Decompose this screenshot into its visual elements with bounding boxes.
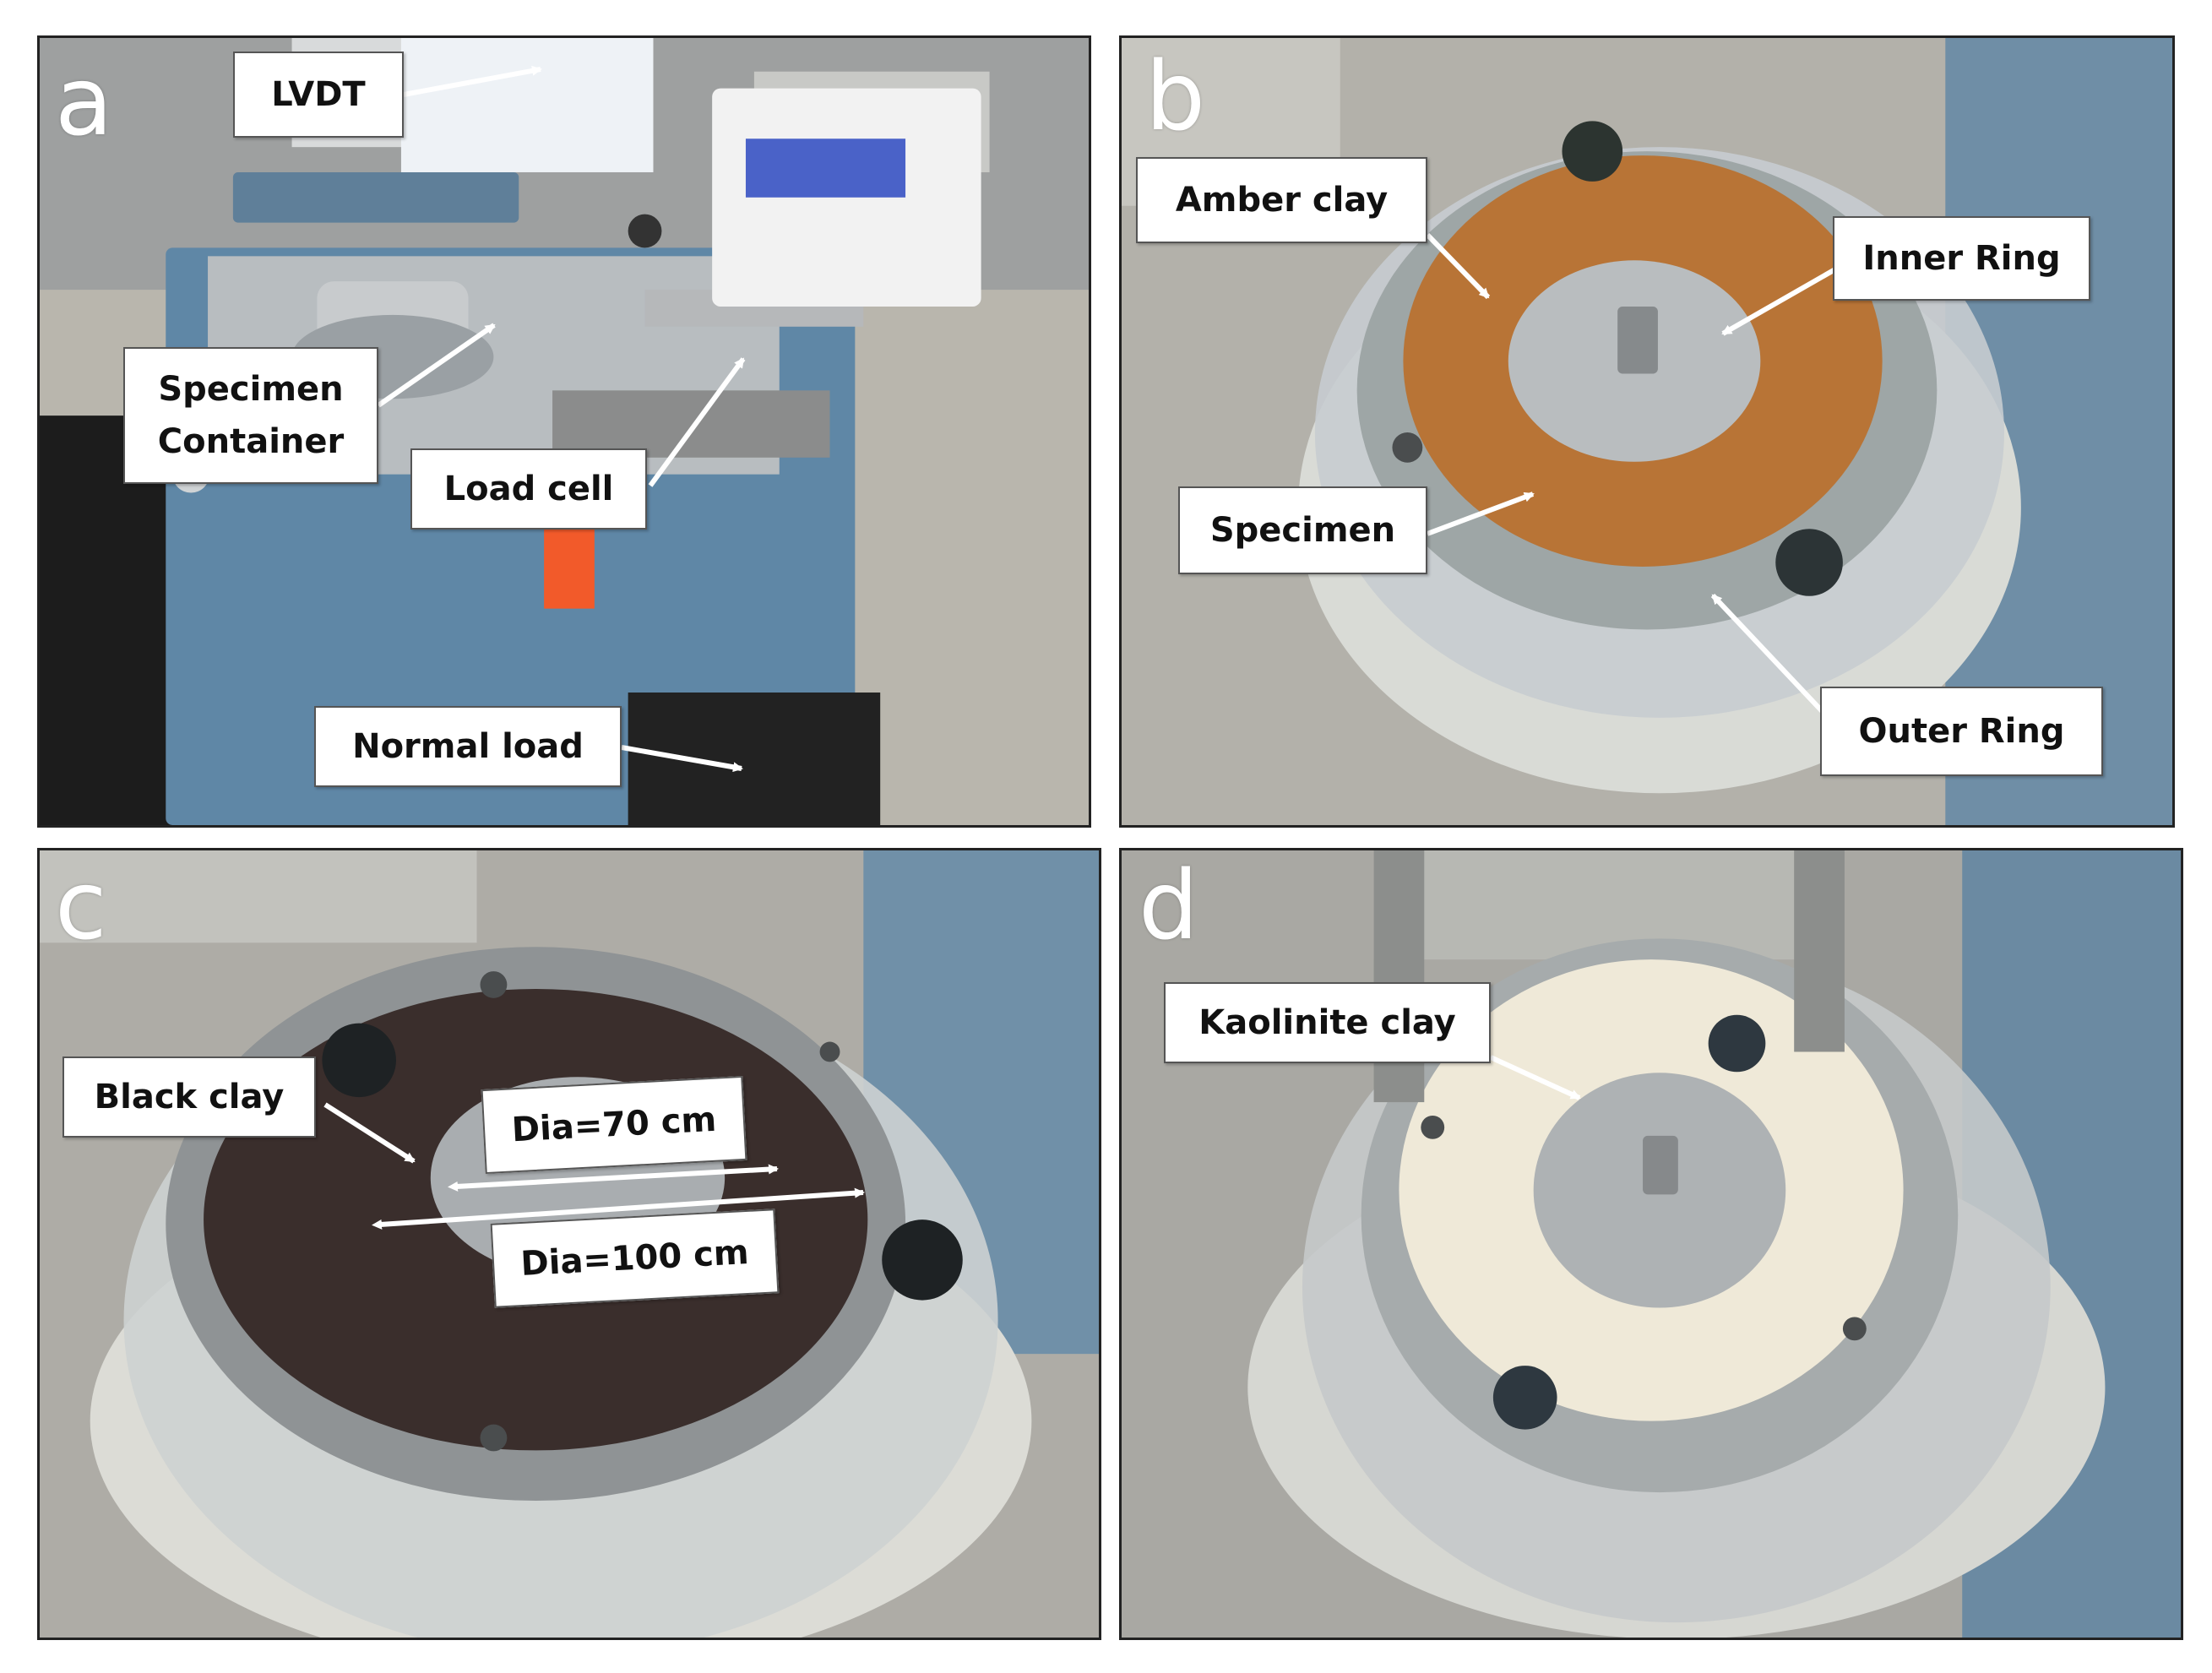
label-kaolinite-clay: Kaolinite clay xyxy=(1164,982,1491,1063)
panel-d-photo xyxy=(1122,850,2181,1638)
label-outer-ring: Outer Ring xyxy=(1820,687,2103,776)
label-black-clay: Black clay xyxy=(63,1056,316,1138)
panel-letter-a: a xyxy=(55,47,113,157)
label-dia-100: Dia=100 cm xyxy=(490,1209,780,1308)
panel-letter-d: d xyxy=(1139,851,1199,961)
label-dia-70: Dia=70 cm xyxy=(481,1075,747,1175)
panel-letter-c: c xyxy=(55,851,107,961)
label-specimen-container: Specimen Container xyxy=(123,347,378,484)
panel-letter-b: b xyxy=(1145,42,1206,152)
label-amber-clay: Amber clay xyxy=(1136,157,1427,243)
label-normal-load: Normal load xyxy=(314,706,622,787)
label-specimen: Specimen xyxy=(1178,486,1427,574)
label-lvdt: LVDT xyxy=(233,52,404,138)
label-load-cell: Load cell xyxy=(410,448,647,530)
label-inner-ring: Inner Ring xyxy=(1833,216,2090,301)
panel-d: d xyxy=(1119,848,2183,1640)
